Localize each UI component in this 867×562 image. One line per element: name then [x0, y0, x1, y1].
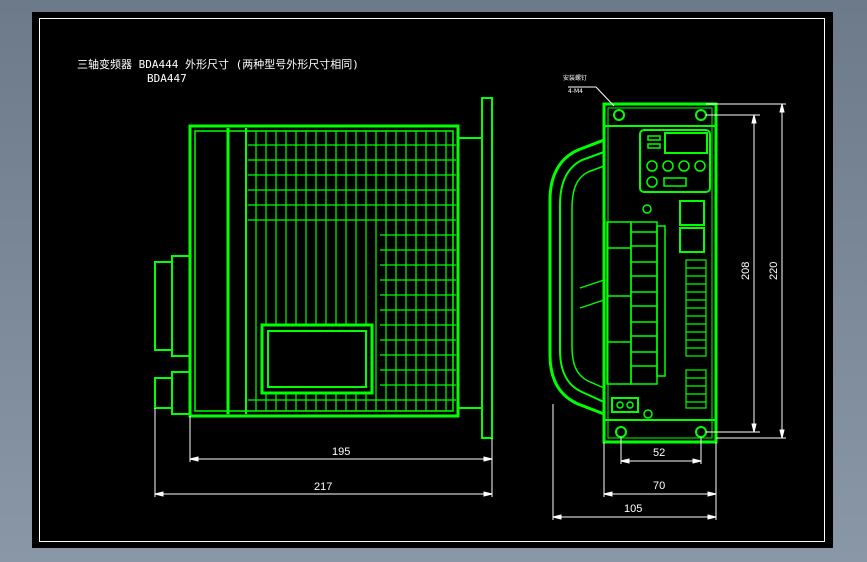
- power-terminal-block: [606, 221, 666, 385]
- side-connector-top: [171, 255, 191, 357]
- ground-terminal: [611, 397, 639, 413]
- dim-105-label: 105: [624, 503, 642, 515]
- dim-220-label: 220: [768, 262, 780, 280]
- key-2: [662, 160, 674, 172]
- front-handle: [548, 138, 605, 416]
- ground-symbol: [643, 409, 653, 419]
- dim-70-label: 70: [653, 480, 665, 492]
- dim-52-label: 52: [653, 447, 665, 459]
- front-view: [548, 102, 718, 444]
- drawing-subtitle: BDA447: [147, 72, 187, 85]
- indicator-led: [642, 204, 652, 214]
- dim-208-label: 208: [740, 262, 752, 280]
- drawing-border: [39, 18, 825, 542]
- dim-195-label: 195: [332, 446, 350, 458]
- side-mount-plate: [481, 97, 493, 439]
- mount-hole-bottom-right: [695, 426, 707, 438]
- side-connector-bottom: [171, 371, 191, 415]
- side-view: [154, 97, 493, 439]
- rj-port-top: [679, 200, 705, 226]
- mounting-screw-spec: 4-M4: [568, 88, 583, 95]
- heatsink-fins: [255, 131, 447, 411]
- key-1: [646, 160, 658, 172]
- key-5: [646, 176, 658, 188]
- mount-hole-top-left: [613, 109, 625, 121]
- dim-217-label: 217: [314, 481, 332, 493]
- key-3: [678, 160, 690, 172]
- front-body-outline: [602, 102, 718, 444]
- rj-port-bottom: [679, 227, 705, 253]
- front-dimensions: [552, 86, 786, 520]
- drawing-title: 三轴变频器 BDA444 外形尺寸 (两种型号外形尺寸相同): [77, 58, 359, 71]
- display-window: [664, 132, 708, 154]
- vent-slots: [248, 144, 456, 401]
- signal-terminal-block: [685, 259, 707, 409]
- mount-hole-top-right: [695, 109, 707, 121]
- keypad-panel: [639, 129, 711, 193]
- mount-hole-bottom-left: [615, 426, 627, 438]
- mounting-screw-label: 安装螺钉: [563, 74, 587, 82]
- key-4: [694, 160, 706, 172]
- side-dimensions: [154, 408, 493, 497]
- side-flange: [457, 137, 483, 409]
